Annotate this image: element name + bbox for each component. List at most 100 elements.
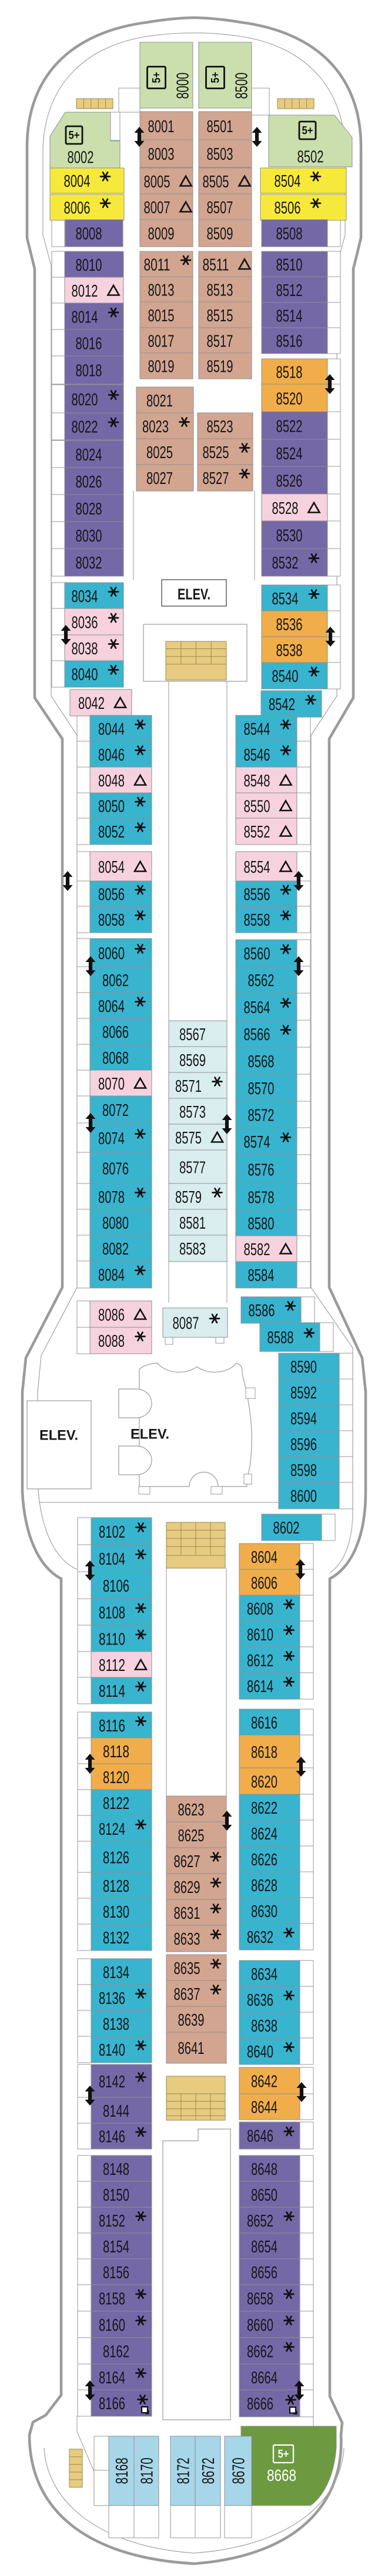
svg-text:8646: 8646 bbox=[247, 2127, 273, 2145]
svg-text:8025: 8025 bbox=[146, 443, 173, 462]
svg-text:8664: 8664 bbox=[251, 2369, 277, 2387]
svg-text:8010: 8010 bbox=[76, 256, 102, 275]
svg-text:8572: 8572 bbox=[248, 1106, 275, 1125]
svg-text:8038: 8038 bbox=[72, 640, 98, 658]
svg-text:8158: 8158 bbox=[99, 2289, 125, 2308]
svg-text:8628: 8628 bbox=[251, 1876, 277, 1895]
svg-text:8036: 8036 bbox=[72, 613, 98, 632]
svg-text:8168: 8168 bbox=[113, 2458, 132, 2484]
svg-text:8510: 8510 bbox=[276, 255, 303, 274]
svg-text:8581: 8581 bbox=[179, 1214, 206, 1233]
svg-text:8040: 8040 bbox=[72, 665, 98, 684]
svg-text:8648: 8648 bbox=[251, 2160, 277, 2179]
svg-text:8623: 8623 bbox=[178, 1801, 205, 1820]
svg-text:8554: 8554 bbox=[244, 858, 270, 877]
svg-text:8132: 8132 bbox=[103, 1929, 129, 1948]
svg-text:8586: 8586 bbox=[249, 1302, 275, 1320]
svg-text:8014: 8014 bbox=[72, 308, 98, 327]
svg-text:8625: 8625 bbox=[178, 1827, 205, 1845]
svg-text:8567: 8567 bbox=[179, 1025, 206, 1044]
svg-text:8633: 8633 bbox=[174, 1930, 200, 1949]
svg-text:8116: 8116 bbox=[99, 1717, 125, 1736]
svg-text:8052: 8052 bbox=[98, 823, 125, 842]
svg-text:8150: 8150 bbox=[103, 2186, 129, 2205]
svg-text:8022: 8022 bbox=[72, 418, 98, 436]
svg-text:8122: 8122 bbox=[103, 1794, 129, 1813]
svg-text:8156: 8156 bbox=[103, 2264, 129, 2282]
svg-text:8566: 8566 bbox=[244, 1025, 270, 1044]
svg-text:ELEV.: ELEV. bbox=[39, 1428, 78, 1444]
svg-text:8637: 8637 bbox=[174, 1985, 200, 2004]
svg-text:8120: 8120 bbox=[103, 1768, 129, 1787]
svg-text:8594: 8594 bbox=[290, 1410, 317, 1428]
svg-text:5+: 5+ bbox=[302, 125, 313, 137]
svg-text:8524: 8524 bbox=[276, 445, 303, 463]
svg-text:8084: 8084 bbox=[98, 1266, 125, 1284]
svg-text:8028: 8028 bbox=[76, 500, 102, 519]
svg-text:8575: 8575 bbox=[175, 1129, 202, 1148]
svg-text:8627: 8627 bbox=[174, 1852, 200, 1871]
svg-text:8668: 8668 bbox=[267, 2466, 296, 2484]
svg-text:8526: 8526 bbox=[276, 472, 303, 490]
svg-text:8002: 8002 bbox=[68, 148, 94, 167]
svg-text:8616: 8616 bbox=[251, 1714, 277, 1733]
svg-text:8160: 8160 bbox=[99, 2316, 125, 2335]
svg-text:8518: 8518 bbox=[276, 363, 303, 382]
svg-text:8118: 8118 bbox=[103, 1743, 129, 1761]
svg-text:8536: 8536 bbox=[276, 616, 303, 634]
svg-text:8598: 8598 bbox=[290, 1461, 317, 1480]
svg-text:8509: 8509 bbox=[207, 224, 233, 243]
svg-text:8569: 8569 bbox=[179, 1051, 206, 1070]
svg-text:8620: 8620 bbox=[251, 1773, 277, 1791]
svg-text:8130: 8130 bbox=[103, 1903, 129, 1922]
svg-text:8004: 8004 bbox=[64, 172, 91, 191]
svg-text:8626: 8626 bbox=[251, 1851, 277, 1869]
svg-text:8501: 8501 bbox=[207, 117, 233, 136]
svg-text:8142: 8142 bbox=[99, 2073, 125, 2091]
svg-text:8012: 8012 bbox=[72, 282, 98, 301]
svg-text:8021: 8021 bbox=[146, 392, 173, 411]
svg-text:8522: 8522 bbox=[276, 417, 303, 436]
svg-text:8534: 8534 bbox=[272, 590, 299, 608]
svg-text:8030: 8030 bbox=[76, 527, 102, 546]
svg-text:8644: 8644 bbox=[251, 2098, 277, 2117]
svg-text:8508: 8508 bbox=[276, 224, 303, 243]
svg-text:8580: 8580 bbox=[248, 1215, 275, 1233]
svg-text:8144: 8144 bbox=[103, 2102, 129, 2121]
svg-text:8631: 8631 bbox=[174, 1904, 200, 1923]
svg-text:8517: 8517 bbox=[207, 332, 233, 351]
svg-text:8001: 8001 bbox=[148, 117, 175, 136]
svg-text:8558: 8558 bbox=[244, 911, 270, 930]
svg-text:5+: 5+ bbox=[69, 130, 80, 142]
svg-text:8654: 8654 bbox=[251, 2238, 277, 2256]
svg-text:8086: 8086 bbox=[98, 1306, 125, 1324]
svg-text:8516: 8516 bbox=[276, 332, 303, 351]
svg-text:8048: 8048 bbox=[98, 772, 125, 791]
svg-text:8106: 8106 bbox=[103, 1577, 129, 1596]
svg-text:8074: 8074 bbox=[98, 1129, 125, 1148]
svg-text:8104: 8104 bbox=[99, 1550, 125, 1569]
svg-text:8172: 8172 bbox=[174, 2458, 193, 2484]
svg-text:8072: 8072 bbox=[102, 1101, 129, 1120]
svg-text:8082: 8082 bbox=[102, 1240, 129, 1259]
svg-text:5+: 5+ bbox=[151, 72, 163, 83]
svg-text:8583: 8583 bbox=[179, 1240, 206, 1259]
svg-text:8564: 8564 bbox=[244, 998, 270, 1017]
svg-text:8080: 8080 bbox=[102, 1214, 129, 1233]
svg-text:8520: 8520 bbox=[276, 389, 303, 408]
svg-text:8503: 8503 bbox=[207, 145, 233, 164]
svg-text:8112: 8112 bbox=[99, 1656, 125, 1675]
svg-text:8515: 8515 bbox=[207, 307, 233, 325]
svg-text:8124: 8124 bbox=[99, 1820, 125, 1839]
svg-text:8134: 8134 bbox=[103, 1963, 129, 1982]
svg-text:8640: 8640 bbox=[247, 2043, 273, 2062]
svg-text:8140: 8140 bbox=[99, 2041, 125, 2060]
svg-text:8062: 8062 bbox=[102, 971, 129, 990]
svg-text:8592: 8592 bbox=[290, 1384, 317, 1403]
svg-text:8076: 8076 bbox=[102, 1159, 129, 1178]
svg-text:8573: 8573 bbox=[179, 1103, 206, 1122]
svg-text:8003: 8003 bbox=[148, 145, 175, 164]
svg-text:8576: 8576 bbox=[248, 1161, 275, 1179]
svg-text:8584: 8584 bbox=[248, 1266, 275, 1285]
svg-text:8054: 8054 bbox=[98, 858, 125, 877]
